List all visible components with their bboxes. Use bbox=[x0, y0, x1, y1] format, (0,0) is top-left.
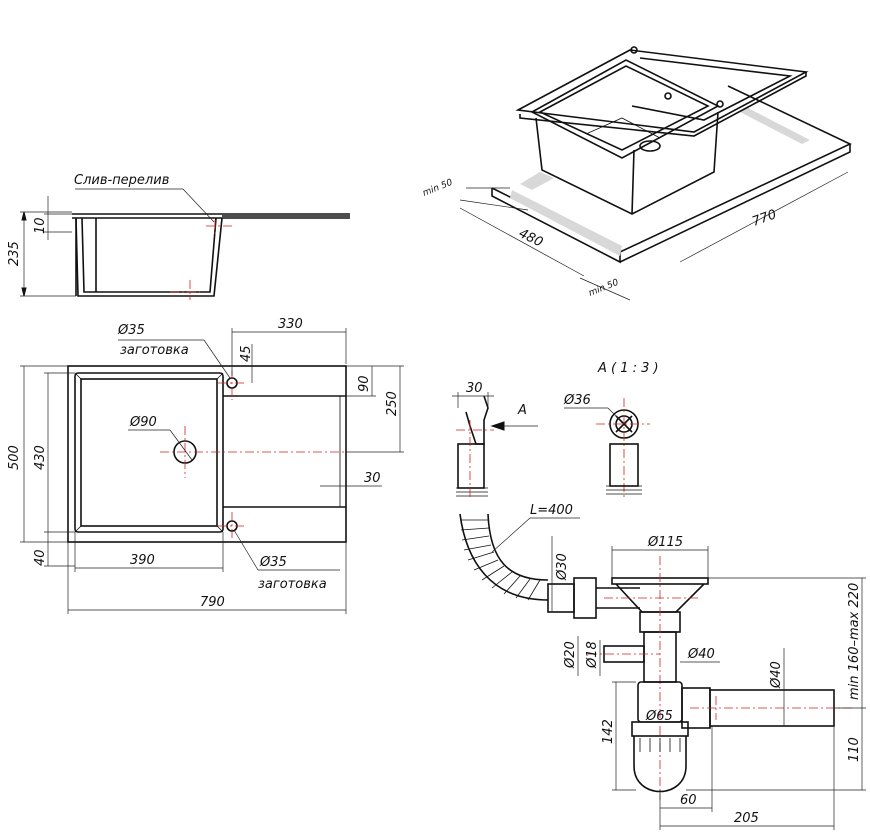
dim-10: 10 bbox=[33, 217, 48, 234]
dim-770: 770 bbox=[750, 207, 778, 230]
overflow-label: Слив-перелив bbox=[74, 173, 169, 188]
dim-d90: Ø90 bbox=[129, 415, 157, 430]
dim-205: 205 bbox=[734, 811, 759, 826]
dim-d40-outlet: Ø40 bbox=[769, 661, 784, 689]
dim-30-top: 30 bbox=[466, 381, 483, 396]
iso-view: min 50 480 770 min 50 bbox=[421, 46, 852, 301]
dim-min50-right: min 50 bbox=[587, 278, 620, 299]
hose-length: L=400 bbox=[530, 503, 573, 518]
dim-390: 390 bbox=[130, 553, 155, 568]
dim-250: 250 bbox=[385, 391, 400, 416]
side-view: Слив-перелив 235 10 bbox=[7, 173, 350, 300]
top-view: 330 Ø35 заготовка 45 90 250 Ø90 500 430 bbox=[7, 317, 404, 614]
blank-top-label: заготовка bbox=[120, 343, 189, 358]
dim-45: 45 bbox=[239, 345, 254, 362]
dim-d40-mid: Ø40 bbox=[687, 647, 715, 662]
dim-d20: Ø20 bbox=[563, 641, 578, 669]
view-a-title: A ( 1 : 3 ) bbox=[597, 361, 659, 376]
dim-d115: Ø115 bbox=[647, 535, 683, 550]
dim-d36: Ø36 bbox=[563, 393, 591, 408]
dim-500: 500 bbox=[7, 445, 22, 470]
dim-60: 60 bbox=[680, 793, 697, 808]
dim-142: 142 bbox=[601, 719, 616, 744]
dim-min50-left: min 50 bbox=[421, 178, 454, 199]
dim-110: 110 bbox=[847, 737, 862, 762]
dim-d35-top: Ø35 bbox=[117, 323, 145, 338]
dim-d30: Ø30 bbox=[555, 553, 570, 581]
dim-30: 30 bbox=[364, 471, 381, 486]
dim-90: 90 bbox=[357, 375, 372, 392]
view-a-arrow: A bbox=[517, 403, 527, 418]
dim-d65: Ø65 bbox=[645, 709, 673, 724]
dim-min-max: min 160–max 220 bbox=[847, 583, 862, 700]
dim-235: 235 bbox=[7, 241, 22, 266]
dim-40: 40 bbox=[33, 549, 48, 566]
dim-330: 330 bbox=[278, 317, 303, 332]
dim-d18: Ø18 bbox=[585, 641, 600, 669]
dim-790: 790 bbox=[200, 595, 225, 610]
blank-bottom-label: заготовка bbox=[258, 577, 327, 592]
siphon-view: 30 A A ( 1 : 3 ) Ø36 L=400 bbox=[452, 361, 866, 830]
dim-430: 430 bbox=[33, 445, 48, 470]
dim-d35-bottom: Ø35 bbox=[259, 555, 287, 570]
